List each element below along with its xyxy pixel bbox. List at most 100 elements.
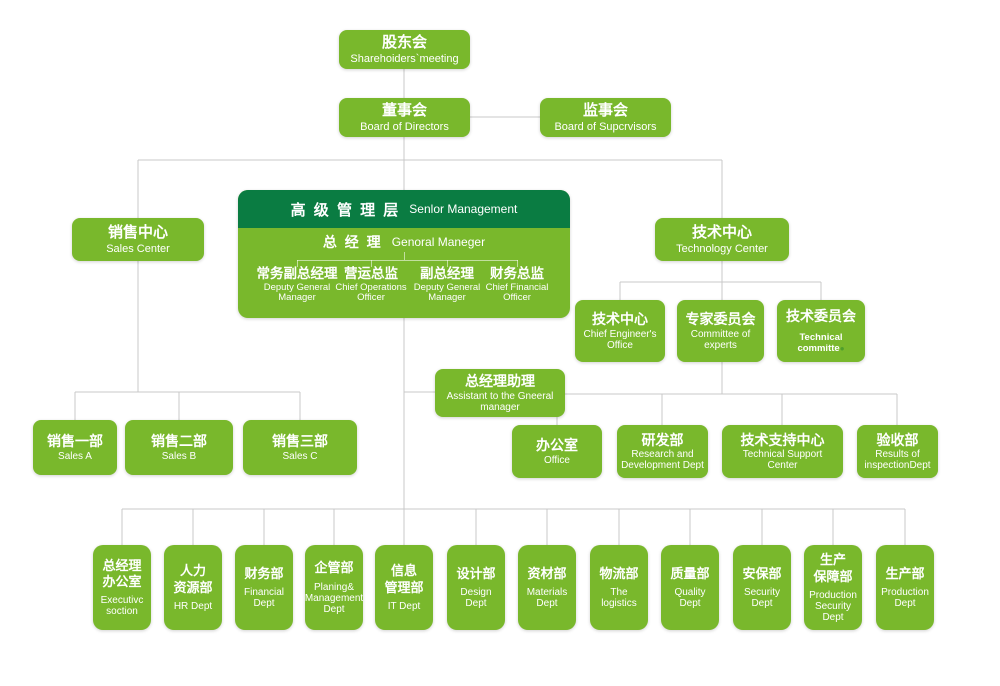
node-hr-dept: 人力 资源部 HR Dept (164, 545, 222, 630)
node-en-label: Design Dept (460, 587, 492, 610)
node-zh-label: 副总经理 (420, 266, 474, 281)
node-en-label: Committee of experts (690, 329, 751, 352)
node-zh-label: 验收部 (876, 431, 919, 448)
node-en-label: The logistics (601, 587, 637, 610)
node-zh-label: 技术中心 (691, 224, 752, 242)
node-en-label: IT Dept (387, 600, 421, 612)
connector (517, 260, 518, 267)
node-planning-management-dept: 企管部 Planing& Management Dept (305, 545, 363, 630)
node-en-label: Deputy General Manager (413, 281, 481, 304)
node-office: 办公室 Office (512, 425, 602, 478)
node-zh-label: 常务副总经理 (256, 266, 338, 281)
node-sales-c: 销售三部 Sales C (243, 420, 357, 475)
node-zh-label: 技术支持中心 (740, 431, 825, 448)
node-zh-label: 物流部 (599, 565, 639, 581)
node-zh-label: 销售一部 (47, 433, 103, 450)
node-en-label: Assistant to the Gneeral manager (446, 390, 554, 413)
node-committee-of-experts: 专家委员会 Committee of experts (677, 300, 764, 362)
node-sales-b: 销售二部 Sales B (125, 420, 233, 475)
node-chief-financial-officer: 财务总监 Chief Financial Officer (465, 266, 569, 304)
node-materials-dept: 资材部 Materials Dept (518, 545, 576, 630)
node-en-label: Production Dept (881, 587, 929, 610)
node-zh-label: 总 经 理 (322, 234, 383, 250)
node-en-label: Technical committe● (797, 332, 845, 355)
node-zh-label: 专家委员会 (685, 310, 756, 327)
node-logistics-dept: 物流部 The logistics (590, 545, 648, 630)
node-en-label: Sharehoiders`meeting (350, 52, 459, 65)
node-production-security-dept: 生产 保障部 Production Security Dept (804, 545, 862, 630)
node-en-label: Results of inspectionDept (864, 449, 931, 472)
node-chief-engineers-office: 技术中心 Chief Engineer's Office (575, 300, 665, 362)
node-zh-label: 营运总监 (344, 266, 398, 281)
node-en-label: Security Dept (743, 587, 781, 610)
node-zh-label: 人力 资源部 (173, 563, 213, 595)
node-zh-label: 技术中心 (592, 310, 648, 327)
connector (297, 260, 518, 261)
node-en-label: Executivc soction (100, 595, 144, 618)
node-financial-dept: 财务部 Financial Dept (235, 545, 293, 630)
node-tech-support-center: 技术支持中心 Technical Support Center (722, 425, 843, 478)
node-zh-label: 财务部 (244, 565, 284, 581)
node-technology-center: 技术中心 Technology Center (655, 218, 789, 261)
node-zh-label: 资材部 (527, 565, 567, 581)
node-zh-label: 生产 保障部 (813, 552, 853, 584)
node-en-label: Senlor Management (409, 202, 518, 216)
node-zh-label: 办公室 (536, 437, 578, 454)
node-zh-label: 生产部 (885, 565, 925, 581)
node-technical-committee: 技术委员会 Technical committe● (777, 300, 865, 362)
node-en-label: Research and Development Dept (621, 449, 704, 472)
node-sales-center: 销售中心 Sales Center (72, 218, 204, 261)
node-board-of-directors: 董事会 Board of Directors (339, 98, 470, 137)
node-en-label: Technology Center (676, 242, 768, 255)
node-en-label: Deputy General Manager (263, 281, 331, 304)
node-zh-label: 信息 管理部 (384, 563, 424, 595)
node-zh-label: 总经理 办公室 (102, 557, 142, 589)
node-rd-dept: 研发部 Research and Development Dept (617, 425, 708, 478)
node-en-label: Planing& Management Dept (304, 581, 364, 615)
node-en-label: Technical Support Center (742, 449, 823, 472)
node-en-label: Board of Supcrvisors (554, 120, 657, 133)
node-en-label: Board of Directors (360, 120, 449, 133)
node-quality-dept: 质量部 Quality Dept (661, 545, 719, 630)
node-en-label: Production Security Dept (809, 589, 857, 623)
node-zh-label: 销售三部 (272, 433, 328, 450)
node-zh-label: 销售二部 (151, 433, 207, 450)
connector (371, 260, 372, 267)
node-en-label: HR Dept (173, 600, 213, 612)
node-inspection-dept: 验收部 Results of inspectionDept (857, 425, 938, 478)
node-en-label: Sales B (161, 450, 197, 462)
node-zh-label: 总经理助理 (465, 373, 535, 390)
node-deputy-general-manager-1: 常务副总经理 Deputy General Manager (245, 266, 349, 304)
node-zh-label: 财务总监 (490, 266, 544, 281)
node-zh-label: 研发部 (641, 431, 684, 448)
node-design-dept: 设计部 Design Dept (447, 545, 505, 630)
node-en-label: Sales A (58, 450, 92, 462)
senior-management-header: 高 级 管 理 层 Senlor Management (238, 190, 570, 228)
node-en-label: Sales Center (106, 242, 170, 255)
connector (447, 260, 448, 267)
node-en-label: Chief Financial Officer (485, 281, 549, 304)
node-zh-label: 董事会 (381, 102, 427, 120)
node-en-label: Quality Dept (674, 587, 706, 610)
node-executive-section: 总经理 办公室 Executivc soction (93, 545, 151, 630)
node-en-label: Genoral Maneger (391, 235, 486, 249)
node-shareholders-meeting: 股东会 Sharehoiders`meeting (339, 30, 470, 69)
node-it-dept: 信息 管理部 IT Dept (375, 545, 433, 630)
dot-glyph: ● (839, 344, 845, 354)
connector (297, 260, 298, 267)
node-production-dept: 生产部 Production Dept (876, 545, 934, 630)
node-en-label: Chief Operations Officer (335, 281, 407, 304)
connector (404, 252, 405, 260)
node-en-label: Materials Dept (526, 587, 568, 610)
node-zh-label: 质量部 (670, 565, 710, 581)
node-gm-assistant: 总经理助理 Assistant to the Gneeral manager (435, 369, 565, 417)
node-deputy-general-manager-2: 副总经理 Deputy General Manager (395, 266, 499, 304)
node-en-label: Financial Dept (243, 587, 285, 610)
node-senior-management: 高 级 管 理 层 Senlor Management 总 经 理 Genora… (238, 190, 570, 318)
node-security-dept: 安保部 Security Dept (733, 545, 791, 630)
node-chief-operations-officer: 营运总监 Chief Operations Officer (319, 266, 423, 304)
node-board-of-supervisors: 监事会 Board of Supcrvisors (540, 98, 671, 137)
node-zh-label: 设计部 (456, 565, 496, 581)
node-zh-label: 股东会 (381, 34, 427, 52)
